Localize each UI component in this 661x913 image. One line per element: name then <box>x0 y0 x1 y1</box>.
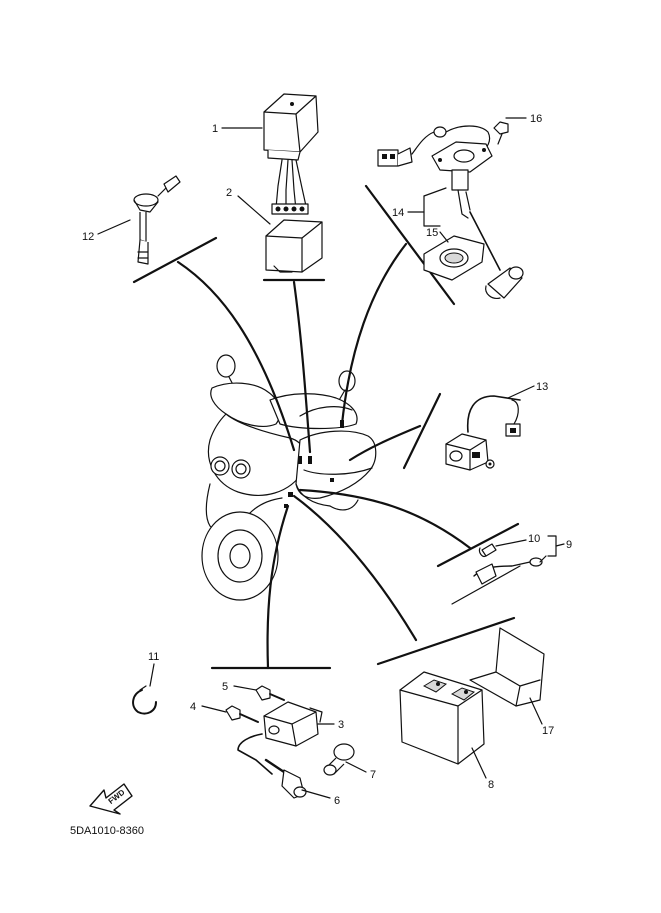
callout-1: 1 <box>212 123 218 135</box>
callout-14: 14 <box>392 207 404 219</box>
fwd-arrow-icon: FWD <box>89 783 133 815</box>
part-11-clamp <box>132 685 157 715</box>
part-2-connector <box>265 219 323 273</box>
callout-lines <box>97 117 565 799</box>
part-6-ht-lead <box>237 733 307 799</box>
part-8-battery <box>399 671 485 765</box>
part-12-plug-cap <box>133 175 181 265</box>
part-1-relay <box>263 93 319 215</box>
part-13-starter-relay <box>445 395 521 471</box>
callout-6: 6 <box>334 795 340 807</box>
callout-5: 5 <box>222 681 228 693</box>
callout-9: 9 <box>566 539 572 551</box>
part-4-bolt <box>225 705 259 723</box>
part-10-fuse <box>478 543 497 557</box>
callout-12: 12 <box>82 231 94 243</box>
part-16-screw <box>493 121 509 145</box>
callout-labels: 1 2 3 4 5 6 7 8 9 10 11 12 13 14 15 16 1… <box>82 113 572 807</box>
leader-lines <box>132 184 521 670</box>
part-14-fuel-sender <box>377 125 524 299</box>
callout-15: 15 <box>426 227 438 239</box>
callout-16: 16 <box>530 113 542 125</box>
callout-17: 17 <box>542 725 554 737</box>
callout-2: 2 <box>226 187 232 199</box>
callout-4: 4 <box>190 701 196 713</box>
scooter-outline <box>201 354 377 601</box>
callout-3: 3 <box>338 719 344 731</box>
callout-8: 8 <box>488 779 494 791</box>
part-3-ignition-coil <box>263 701 323 747</box>
callout-7: 7 <box>370 769 376 781</box>
part-17-battery-band <box>469 627 545 707</box>
callout-10: 10 <box>528 533 540 545</box>
part-9-fuse-holder <box>473 557 543 585</box>
part-5-bolt <box>255 685 285 701</box>
callout-11: 11 <box>148 651 159 663</box>
part-7-cap <box>323 743 355 776</box>
part-15-gasket <box>423 235 485 281</box>
diagram-code: 5DA1010-8360 <box>70 825 144 837</box>
callout-13: 13 <box>536 381 548 393</box>
